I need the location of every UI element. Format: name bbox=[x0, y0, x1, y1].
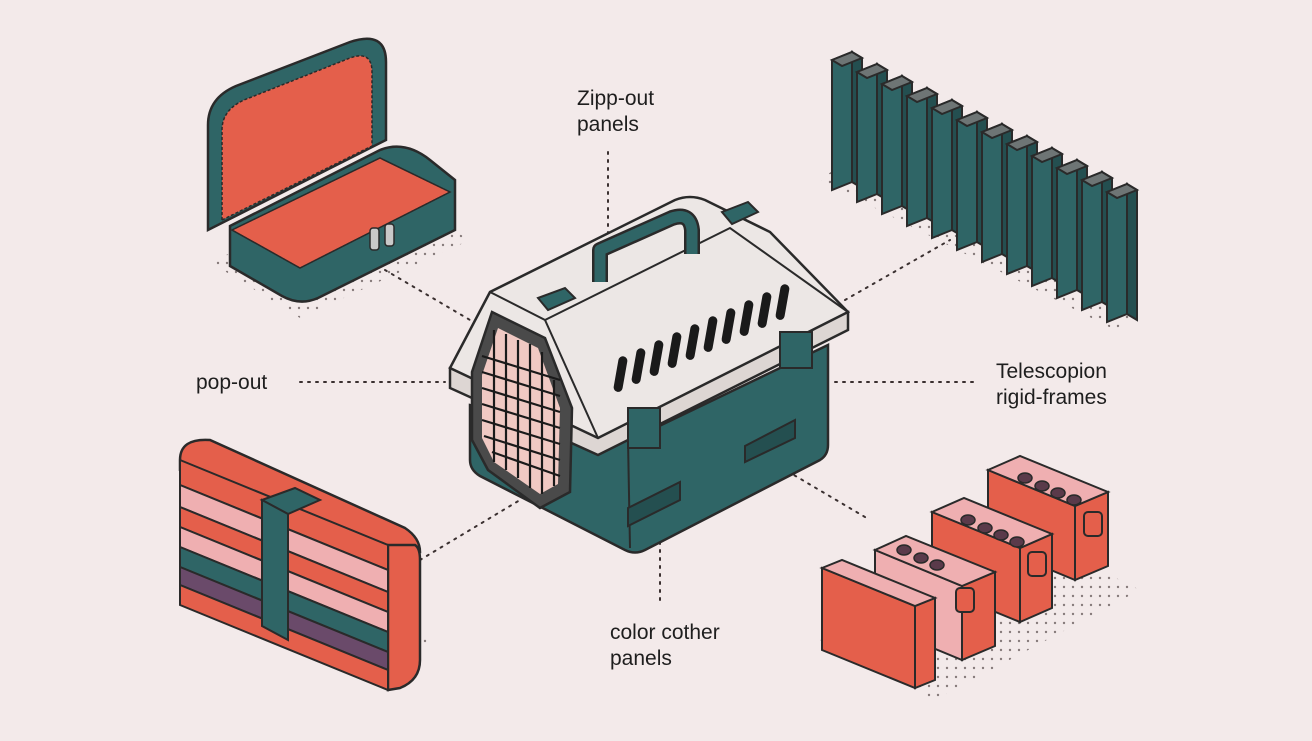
panel-stack-icon bbox=[820, 50, 1145, 330]
connector-bottom-right bbox=[759, 454, 871, 521]
label-pop-out: pop-out bbox=[196, 370, 267, 396]
label-zip-out-panels: Zipp-out panels bbox=[577, 86, 654, 138]
label-telescoping-line2: rigid-frames bbox=[996, 386, 1107, 409]
label-telescoping-rigid-frames: Telescopion rigid-frames bbox=[996, 359, 1107, 411]
label-telescoping-line1: Telescopion bbox=[996, 360, 1107, 383]
strapped-pad-stack-icon bbox=[170, 438, 430, 692]
modular-block-row-icon bbox=[819, 454, 1140, 700]
label-color-panels: color cother panels bbox=[610, 620, 720, 672]
label-color-panels-line1: color cother bbox=[610, 621, 720, 644]
label-zip-out-panels-line1: Zipp-out bbox=[577, 87, 655, 110]
label-pop-out-line1: pop-out bbox=[196, 371, 268, 394]
label-zip-out-panels-line2: panels bbox=[577, 113, 639, 136]
label-color-panels-line2: panels bbox=[610, 647, 672, 670]
connector-top-left bbox=[384, 269, 471, 321]
connector-lines bbox=[299, 151, 976, 606]
connector-bottom-left bbox=[419, 499, 521, 561]
connector-top-right bbox=[844, 239, 951, 301]
zippered-case-icon bbox=[206, 37, 470, 318]
pet-carrier-icon bbox=[448, 195, 851, 554]
